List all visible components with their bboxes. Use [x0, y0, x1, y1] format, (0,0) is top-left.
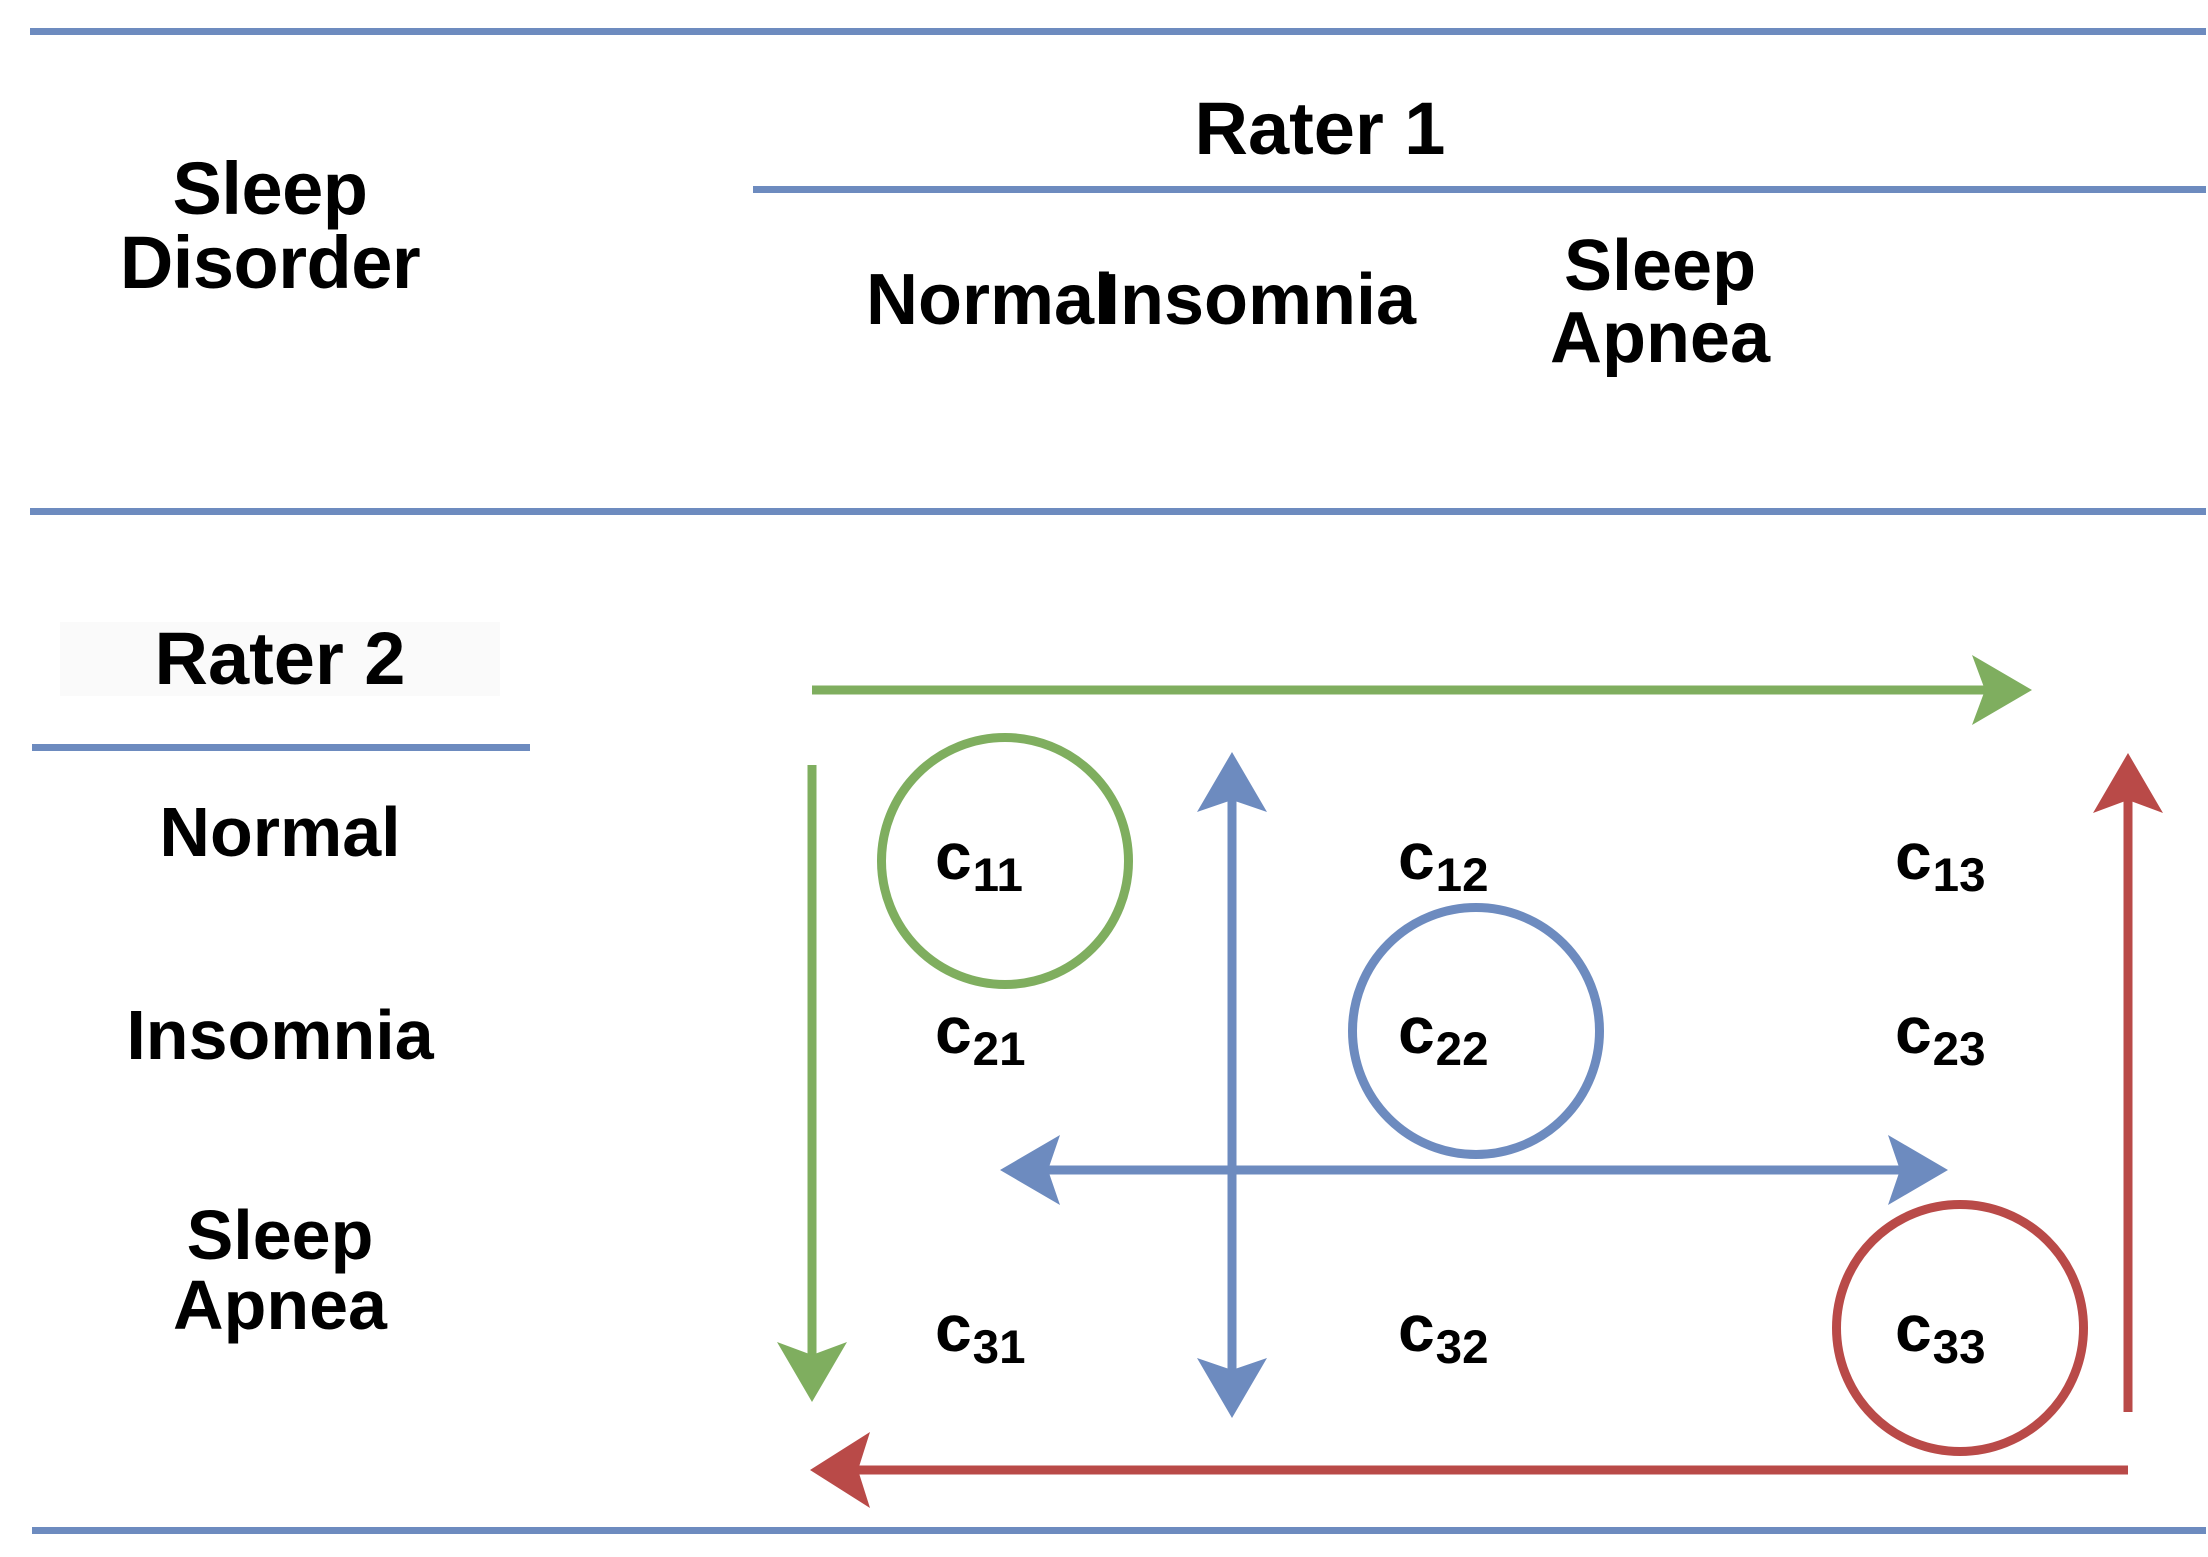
- cell-c21-sub: 21: [972, 1023, 1026, 1077]
- cell-c13-base: c: [1895, 819, 1932, 893]
- rater2-group-rule: [32, 744, 530, 751]
- cell-c12: c12: [1398, 818, 1489, 902]
- column-group-title: Rater 1: [1194, 87, 1446, 170]
- top-rule: [30, 28, 2206, 35]
- cell-c31-sub: 31: [972, 1321, 1026, 1375]
- column-header-insomnia: Insomnia: [1099, 260, 1417, 340]
- column-header-sleep-apnea: Sleep Apnea: [1549, 226, 1771, 378]
- row-header-sleep-apnea: Sleep Apnea: [173, 1196, 387, 1344]
- blue-middle-down-arrow: [1197, 1358, 1267, 1418]
- cell-c13: c13: [1895, 818, 1986, 902]
- blue-middle-right-arrow: [1888, 1135, 1948, 1205]
- red-right-up-arrow: [2093, 753, 2163, 1412]
- bottom-rule: [32, 1527, 2206, 1534]
- cell-c21: c21: [935, 992, 1026, 1076]
- header-bottom-rule: [30, 508, 2206, 515]
- cell-c23: c23: [1895, 992, 1986, 1076]
- cell-c31-base: c: [935, 1291, 972, 1365]
- cell-c31: c31: [935, 1290, 1026, 1374]
- cell-c32: c32: [1398, 1290, 1489, 1374]
- green-top-right-arrow: [812, 655, 2032, 725]
- blue-middle-up-arrow: [1197, 752, 1267, 1370]
- row-header-normal: Normal: [159, 793, 401, 871]
- column-header-normal: Normal: [865, 260, 1115, 340]
- row-group-title: Rater 2: [60, 622, 500, 696]
- cell-c12-sub: 12: [1435, 849, 1489, 903]
- cell-c21-base: c: [935, 993, 972, 1067]
- highlight-circle-c11: [877, 733, 1133, 989]
- green-left-down-arrow: [777, 765, 847, 1402]
- cell-c12-base: c: [1398, 819, 1435, 893]
- cell-c32-sub: 32: [1435, 1321, 1489, 1375]
- cell-c13-sub: 13: [1932, 849, 1986, 903]
- highlight-circle-c22: [1348, 903, 1604, 1159]
- rater1-group-rule: [753, 186, 2206, 193]
- row-header-insomnia: Insomnia: [126, 996, 434, 1074]
- cell-c32-base: c: [1398, 1291, 1435, 1365]
- corner-stub-label: Sleep Disorder: [119, 147, 421, 304]
- cell-c23-sub: 23: [1932, 1023, 1986, 1077]
- cell-c23-base: c: [1895, 993, 1932, 1067]
- highlight-circle-c33: [1832, 1200, 2088, 1456]
